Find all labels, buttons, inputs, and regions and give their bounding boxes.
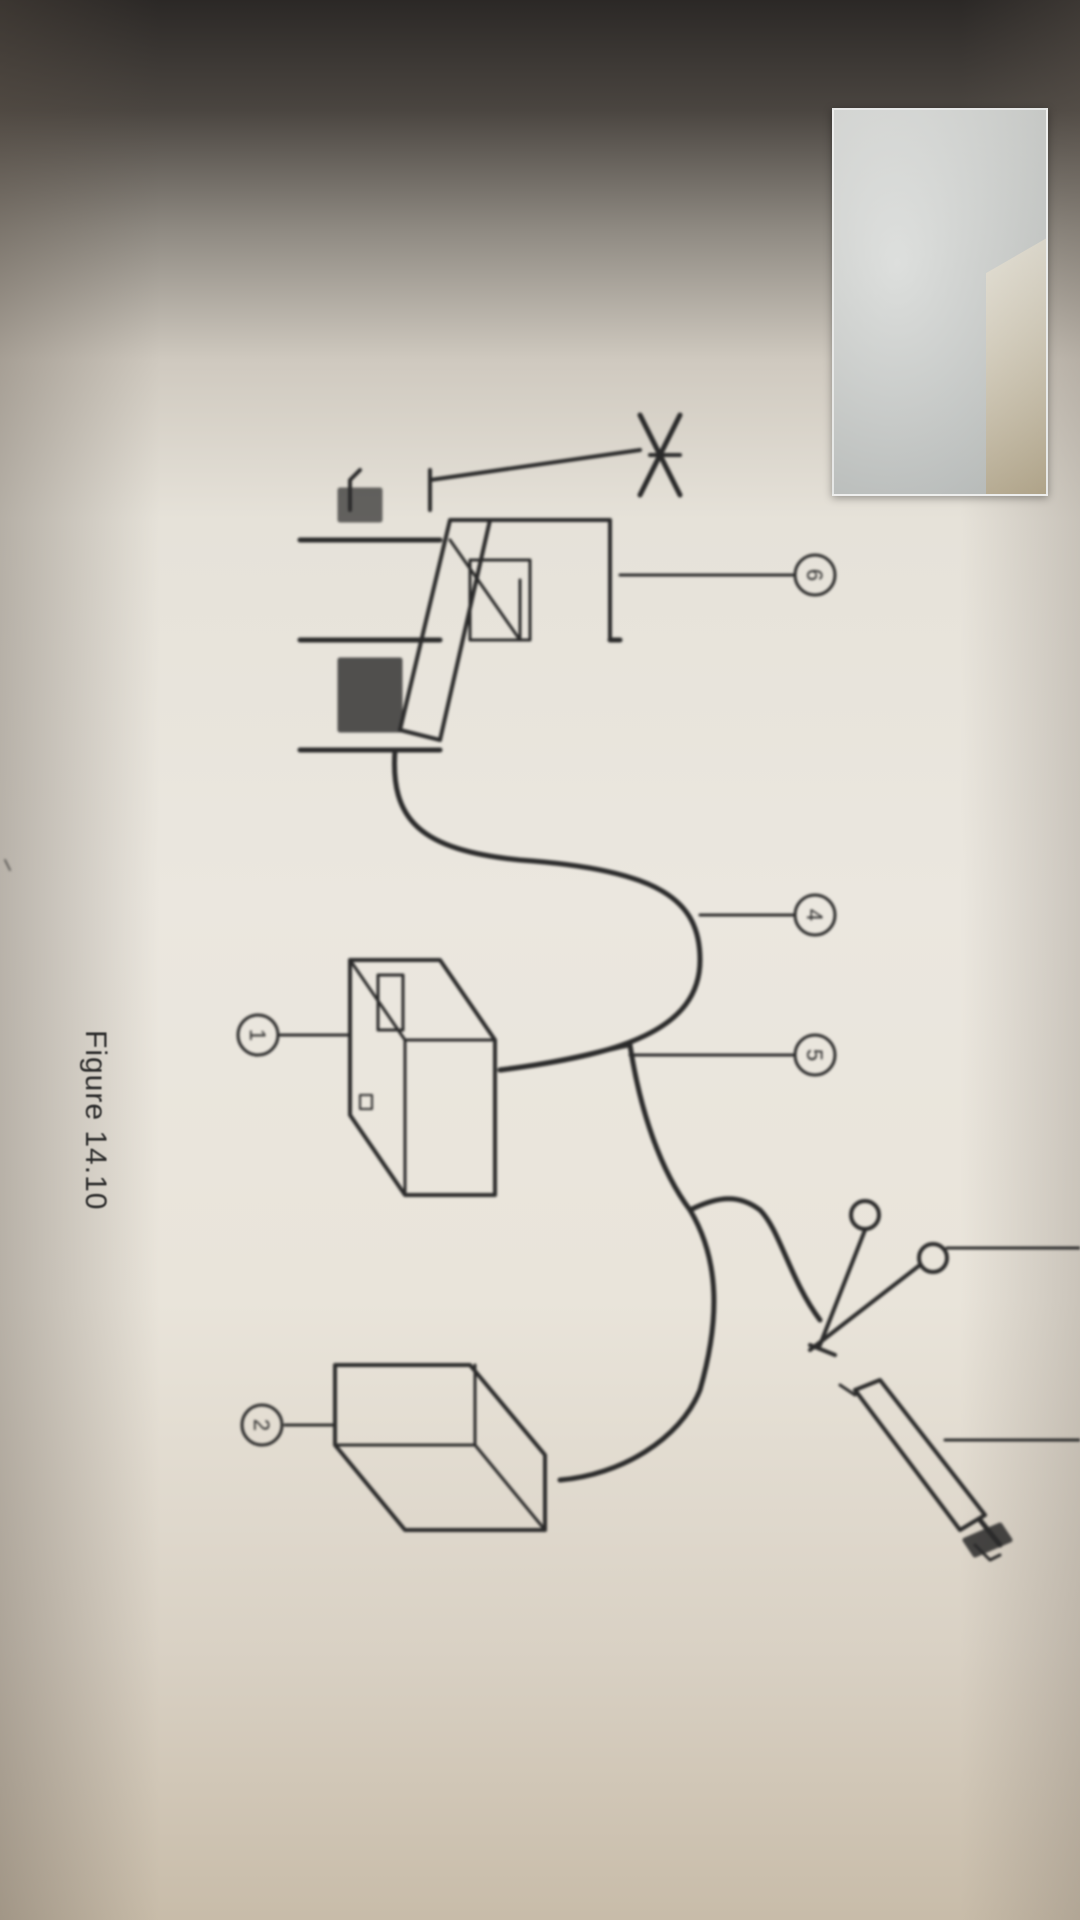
callout-1: 1 bbox=[245, 1029, 270, 1041]
callout-6: 6 bbox=[802, 569, 827, 581]
syringe bbox=[840, 1380, 1080, 1560]
figure-caption: Figure 14.10 bbox=[78, 1030, 112, 1210]
pip-shade bbox=[834, 110, 1046, 494]
clamp-instrument bbox=[810, 1201, 1080, 1355]
callout-2: 2 bbox=[249, 1419, 274, 1431]
self-view-camera-icon[interactable] bbox=[832, 108, 1048, 496]
device-6-machine bbox=[300, 415, 680, 750]
device-2-box bbox=[335, 1365, 545, 1530]
callout-5: 5 bbox=[802, 1049, 827, 1061]
callout-4: 4 bbox=[802, 909, 827, 921]
device-1-box bbox=[350, 960, 495, 1195]
